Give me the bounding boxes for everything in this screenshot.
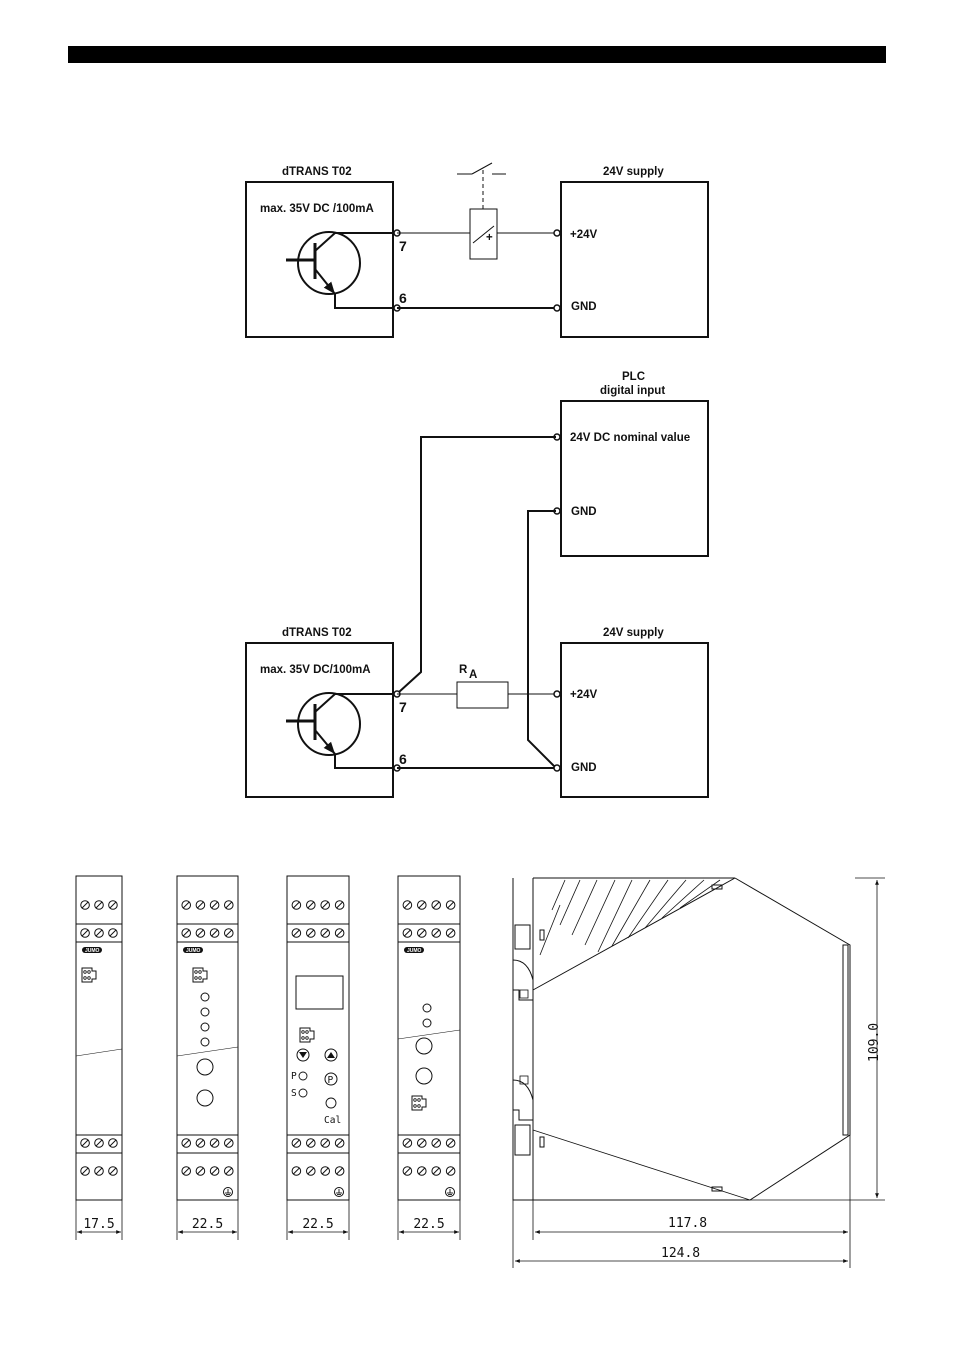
transistor-2 — [286, 693, 397, 768]
label-line — [177, 1047, 238, 1056]
svg-text:A: A — [469, 669, 477, 681]
housing-side-view: 109.0 117.8 124.8 — [513, 878, 885, 1268]
dim-width-label: 17.5 — [83, 1217, 114, 1232]
jumo-logo-text: JUMO — [186, 948, 201, 954]
diagram-relay-wiring: dTRANS T02 max. 35V DC /100mA 7 6 + — [246, 163, 708, 337]
dim-width-label: 22.5 — [192, 1217, 223, 1232]
key-p-label: P — [291, 1071, 297, 1082]
cal-button-icon — [326, 1098, 336, 1108]
plug-pin — [195, 971, 198, 974]
plug-pin — [199, 971, 202, 974]
supply-label-2: 24V supply — [603, 627, 664, 639]
transistor-1 — [286, 232, 397, 308]
device-label-2: dTRANS T02 — [282, 627, 352, 639]
device-rating-2: max. 35V DC/100mA — [260, 664, 371, 676]
setup-plug — [412, 1096, 426, 1110]
device-rating-1: max. 35V DC /100mA — [260, 203, 374, 215]
plug-pin — [418, 1105, 421, 1108]
plc-box — [561, 401, 708, 556]
setup-plug — [193, 968, 207, 982]
label-line — [398, 1030, 460, 1039]
led — [201, 993, 209, 1001]
key-s-label: S — [291, 1088, 297, 1099]
housing-outline — [398, 876, 460, 1200]
relay-coil-1: + — [470, 209, 497, 259]
jumo-logo-text: JUMO — [85, 948, 100, 954]
led — [423, 1004, 431, 1012]
diagram-plc-wiring: PLC digital input 24V DC nominal value G… — [246, 371, 708, 797]
housing-front-views: 17.522.522.522.5JUMOJUMOPSPCalJUMO — [76, 876, 460, 1240]
dim-width-label: 22.5 — [302, 1217, 333, 1232]
plc-title-1: PLC — [622, 371, 645, 383]
housing-outline — [76, 876, 122, 1200]
label-line — [76, 1049, 122, 1056]
terminal-7-label-1: 7 — [399, 238, 407, 254]
led — [201, 1023, 209, 1031]
plug-pin — [88, 971, 91, 974]
setup-plug — [300, 1028, 314, 1042]
cal-label: Cal — [324, 1115, 341, 1126]
potentiometer — [416, 1038, 432, 1054]
plug-pin — [302, 1037, 305, 1040]
plc-title-2: digital input — [600, 385, 665, 397]
plc-gnd-label: GND — [571, 506, 597, 518]
dim-height: 109.0 — [867, 1023, 882, 1062]
housing-outline — [287, 876, 349, 1200]
plug-pin — [84, 977, 87, 980]
supply-plus-label-1: +24V — [570, 229, 598, 241]
svg-text:+: + — [486, 232, 493, 244]
plug-pin — [199, 977, 202, 980]
supply-label-1: 24V supply — [603, 166, 664, 178]
lcd-display — [296, 976, 343, 1009]
plug-pin — [195, 977, 198, 980]
down-arrow-icon — [299, 1052, 307, 1058]
potentiometer — [197, 1090, 213, 1106]
terminal-6-label-2: 6 — [399, 751, 407, 767]
supply-gnd-label-2: GND — [571, 762, 597, 774]
housing-outline — [177, 876, 238, 1200]
supply-gnd-label-1: GND — [571, 301, 597, 313]
up-arrow-icon — [327, 1052, 335, 1058]
jumo-logo-text: JUMO — [407, 948, 422, 954]
dim-inner-width: 117.8 — [668, 1216, 707, 1231]
plug-pin — [84, 971, 87, 974]
plug-pin — [306, 1031, 309, 1034]
switch-1 — [457, 163, 506, 209]
potentiometer — [197, 1059, 213, 1075]
plug-pin — [302, 1031, 305, 1034]
dim-outer-width: 124.8 — [661, 1246, 700, 1261]
plug-pin — [418, 1099, 421, 1102]
supply-plus-label-2: +24V — [570, 689, 598, 701]
terminal-7-label-2: 7 — [399, 699, 407, 715]
header-bar — [68, 46, 886, 63]
dim-width-label: 22.5 — [413, 1217, 444, 1232]
p-led — [299, 1072, 307, 1080]
led — [201, 1038, 209, 1046]
plc-nominal-label: 24V DC nominal value — [570, 432, 690, 444]
device-label-1: dTRANS T02 — [282, 166, 352, 178]
plug-pin — [306, 1037, 309, 1040]
setup-plug — [82, 968, 96, 982]
plug-pin — [414, 1105, 417, 1108]
terminal-6-label-1: 6 — [399, 290, 407, 306]
s-led — [299, 1089, 307, 1097]
led — [201, 1008, 209, 1016]
supply-box-1 — [561, 182, 708, 337]
led — [423, 1019, 431, 1027]
svg-text:R: R — [459, 664, 468, 676]
plug-pin — [88, 977, 91, 980]
program-key-letter: P — [328, 1075, 334, 1086]
potentiometer — [416, 1068, 432, 1084]
resistor-ra: R A — [457, 664, 508, 708]
vent-slots — [540, 880, 720, 955]
plug-pin — [414, 1099, 417, 1102]
